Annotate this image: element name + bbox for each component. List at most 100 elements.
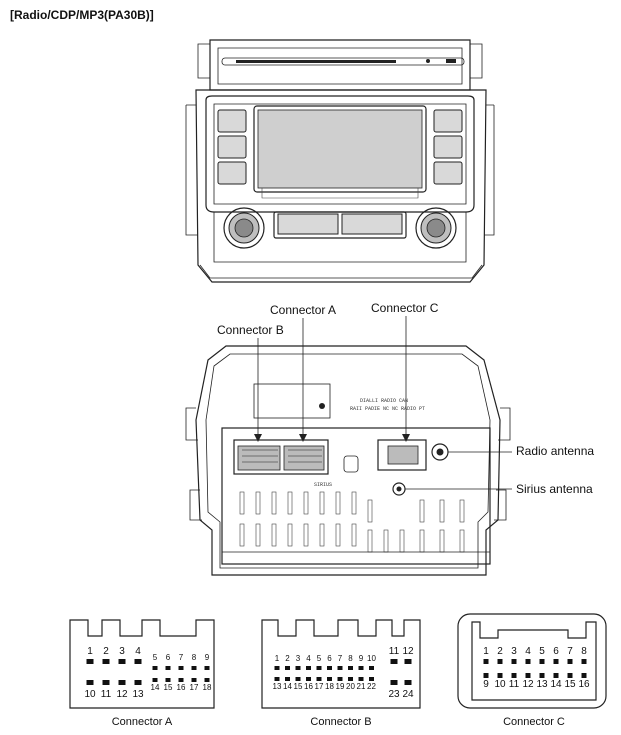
pin-number: 11 bbox=[101, 689, 112, 700]
pin-number: 6 bbox=[553, 646, 559, 657]
pin-contact bbox=[327, 666, 332, 670]
pin-contact bbox=[404, 659, 412, 664]
connector-a-socket bbox=[283, 445, 325, 471]
pin-number: 4 bbox=[306, 654, 311, 663]
pin-number: 15 bbox=[564, 679, 576, 690]
pin-number: 5 bbox=[317, 654, 322, 663]
pin-number: 3 bbox=[511, 646, 517, 657]
pin-number: 7 bbox=[567, 646, 573, 657]
page-title: [Radio/CDP/MP3(PA30B)] bbox=[10, 8, 154, 22]
pin-number: 21 bbox=[357, 682, 366, 691]
pin-number: 10 bbox=[494, 679, 506, 690]
pin-number: 9 bbox=[359, 654, 364, 663]
pin-contact bbox=[191, 678, 197, 682]
pin-contact bbox=[152, 666, 158, 670]
rear-label-text-2: RAII PADIE NC NC RADIO PT bbox=[350, 406, 425, 412]
head-unit-rear-view: DIALLI RADIO CAN RAII PADIE NC NC RADIO … bbox=[185, 345, 511, 576]
pin-contact bbox=[285, 677, 290, 681]
callout-sirius-antenna-label: Sirius antenna bbox=[516, 482, 593, 496]
pin-contact bbox=[327, 677, 332, 681]
pin-contact bbox=[152, 678, 158, 682]
pin-number: 1 bbox=[275, 654, 280, 663]
callout-connector-b: Connector B bbox=[217, 323, 284, 442]
pin-contact bbox=[274, 666, 280, 670]
pin-contact bbox=[581, 673, 587, 678]
pin-number: 12 bbox=[402, 646, 414, 657]
pin-contact bbox=[483, 673, 489, 678]
pin-number: 12 bbox=[116, 689, 128, 700]
pin-number: 8 bbox=[192, 653, 197, 662]
pin-contact bbox=[306, 666, 311, 670]
pin-number: 7 bbox=[179, 653, 184, 662]
pin-number: 10 bbox=[367, 654, 376, 663]
pin-contact bbox=[390, 659, 398, 664]
pin-number: 20 bbox=[346, 682, 355, 691]
pin-contact bbox=[134, 659, 142, 664]
pin-contact bbox=[86, 680, 94, 685]
pin-contact bbox=[165, 666, 171, 670]
pin-contact bbox=[274, 677, 280, 681]
pin-contact bbox=[525, 673, 531, 678]
pin-number: 19 bbox=[336, 682, 345, 691]
callout-sirius-antenna: Sirius antenna bbox=[405, 482, 593, 496]
pin-contact bbox=[369, 677, 374, 681]
pin-contact bbox=[404, 680, 412, 685]
pin-number: 5 bbox=[153, 653, 158, 662]
pin-number: 13 bbox=[536, 679, 548, 690]
pin-contact bbox=[204, 678, 210, 682]
pin-contact bbox=[118, 680, 126, 685]
pin-number: 6 bbox=[166, 653, 171, 662]
pin-number: 23 bbox=[388, 689, 400, 700]
pin-contact bbox=[337, 666, 343, 670]
pin-contact bbox=[102, 680, 110, 685]
pin-number: 1 bbox=[483, 646, 489, 657]
pin-number: 12 bbox=[522, 679, 534, 690]
pin-number: 8 bbox=[581, 646, 587, 657]
pin-number: 16 bbox=[578, 679, 590, 690]
pin-number: 16 bbox=[304, 682, 313, 691]
pin-contact bbox=[497, 659, 503, 664]
pin-number: 15 bbox=[164, 683, 173, 692]
callout-radio-antenna: Radio antenna bbox=[448, 444, 594, 458]
callout-connector-c-label: Connector C bbox=[371, 301, 439, 315]
pin-number: 11 bbox=[389, 646, 400, 657]
pin-number: 17 bbox=[190, 683, 199, 692]
connector-b-socket bbox=[237, 445, 281, 471]
pin-number: 4 bbox=[525, 646, 531, 657]
pin-contact bbox=[178, 678, 184, 682]
callout-connector-c: Connector C bbox=[371, 301, 439, 442]
heat-sink-vents bbox=[239, 491, 465, 553]
pin-contact bbox=[511, 659, 517, 664]
pin-contact bbox=[539, 673, 545, 678]
pin-number: 11 bbox=[509, 679, 520, 690]
pin-number: 22 bbox=[367, 682, 376, 691]
pin-contact bbox=[306, 677, 311, 681]
pin-contact bbox=[178, 666, 184, 670]
pin-contact bbox=[285, 666, 290, 670]
pin-contact bbox=[134, 680, 142, 685]
connector-c-caption: Connector C bbox=[503, 716, 565, 728]
pin-contact bbox=[86, 659, 94, 664]
callout-connector-b-label: Connector B bbox=[217, 323, 284, 337]
pin-number: 4 bbox=[135, 646, 141, 657]
pin-contact bbox=[295, 666, 301, 670]
pin-number: 3 bbox=[119, 646, 125, 657]
callout-connector-a-label: Connector A bbox=[270, 303, 336, 317]
pin-contact bbox=[348, 666, 353, 670]
pin-contact bbox=[581, 659, 587, 664]
callout-radio-antenna-label: Radio antenna bbox=[516, 444, 594, 458]
pin-number: 14 bbox=[151, 683, 160, 692]
callout-connector-a: Connector A bbox=[270, 303, 336, 442]
pin-contact bbox=[539, 659, 545, 664]
pin-contact bbox=[567, 659, 573, 664]
pin-contact bbox=[390, 680, 398, 685]
pin-contact bbox=[337, 677, 343, 681]
